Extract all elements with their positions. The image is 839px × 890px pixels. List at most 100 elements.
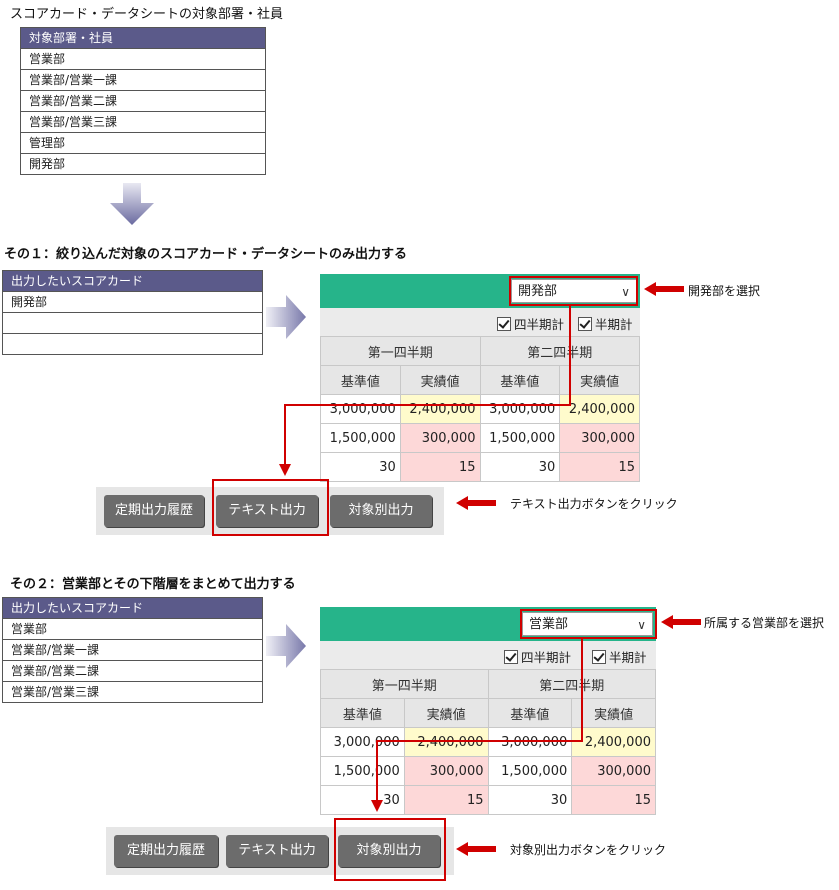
cell: 15 [399, 452, 481, 482]
chevron-down-icon: ∨ [637, 618, 646, 632]
cell: 3,000,000 [320, 394, 401, 424]
list-item: 管理部 [21, 132, 265, 153]
list-item: 開発部 [21, 153, 265, 174]
table-row: 30 15 30 15 [320, 452, 640, 482]
flow-line [284, 404, 286, 468]
cell: 1,500,000 [320, 423, 401, 453]
case2-list: 出力したいスコアカード 営業部 営業部/営業一課 営業部/営業二課 営業部/営業… [2, 597, 263, 703]
list-item: 営業部/営業三課 [21, 111, 265, 132]
actual-header: 実績値 [559, 365, 640, 395]
actual-header: 実績値 [399, 365, 481, 395]
cell: 3,000,000 [479, 394, 561, 424]
target-output-button[interactable]: 対象別出力 [338, 835, 440, 867]
cell: 30 [320, 785, 405, 815]
list-item: 営業部/営業一課 [21, 69, 265, 90]
cell: 1,500,000 [487, 756, 573, 786]
flow-line [284, 404, 571, 406]
cell: 1,500,000 [320, 756, 405, 786]
case1-list: 出力したいスコアカード 開発部 [2, 270, 263, 355]
scorecard-panel: 営業部 ∨ 四半期計 半期計 第一四半期 第二四半期 基準値 実績値 基準値 実… [320, 607, 656, 815]
cell: 300,000 [399, 423, 481, 453]
cell: 1,500,000 [479, 423, 561, 453]
scorecard-panel: 開発部 ∨ 四半期計 半期計 第一四半期 第二四半期 基準値 実績値 基準値 実… [320, 274, 640, 482]
red-arrow-icon [456, 496, 496, 510]
select-value: 開発部 [518, 284, 558, 299]
q2-header: 第二四半期 [479, 336, 640, 366]
q1-header: 第一四半期 [320, 336, 481, 366]
right-arrow-icon [266, 295, 306, 339]
button-bar: 定期出力履歴 テキスト出力 対象別出力 [96, 487, 444, 535]
cell: 300,000 [571, 756, 656, 786]
arrow-head-icon [279, 464, 291, 476]
history-button[interactable]: 定期出力履歴 [104, 495, 204, 527]
cell: 15 [559, 452, 640, 482]
half-total-label: 半期計 [609, 650, 647, 665]
checkbox-checked-icon [497, 317, 511, 331]
arrow-head-icon [371, 800, 383, 812]
select-highlight [520, 609, 657, 639]
cell: 3,000,000 [487, 727, 573, 757]
half-total-checkbox[interactable]: 半期計 [592, 647, 647, 666]
button-highlight [334, 818, 446, 881]
quarter-total-checkbox[interactable]: 四半期計 [497, 314, 564, 333]
flow-line [376, 740, 583, 742]
case2-title: その２：営業部とその下階層をまとめて出力する [10, 577, 296, 592]
half-total-checkbox[interactable]: 半期計 [578, 314, 633, 333]
list-item: 営業部 [21, 48, 265, 69]
actual-header: 実績値 [403, 698, 489, 728]
cell: 2,400,000 [559, 394, 640, 424]
quarter-total-label: 四半期計 [514, 317, 565, 332]
table-row: 3,000,000 2,400,000 3,000,000 2,400,000 [320, 727, 656, 757]
list-item: 営業部 [3, 618, 262, 639]
select-value: 営業部 [529, 617, 569, 632]
checkbox-checked-icon [578, 317, 592, 331]
down-arrow-icon [110, 183, 154, 225]
department-select[interactable]: 開発部 ∨ [511, 279, 637, 303]
half-total-label: 半期計 [595, 317, 633, 332]
history-button[interactable]: 定期出力履歴 [114, 835, 218, 867]
button-bar: 定期出力履歴 テキスト出力 対象別出力 [106, 827, 454, 875]
table-row: 3,000,000 2,400,000 3,000,000 2,400,000 [320, 394, 640, 424]
check-bar: 四半期計 半期計 [320, 308, 640, 336]
department-select[interactable]: 営業部 ∨ [522, 612, 653, 636]
table-row: 1,500,000 300,000 1,500,000 300,000 [320, 423, 640, 453]
target-output-button[interactable]: 対象別出力 [330, 495, 432, 527]
text-output-button[interactable]: テキスト出力 [216, 495, 318, 527]
cell: 2,400,000 [571, 727, 656, 757]
data-grid: 第一四半期 第二四半期 基準値 実績値 基準値 実績値 3,000,000 2,… [320, 336, 640, 482]
select-highlight [509, 276, 638, 306]
note-select: 開発部を選択 [688, 284, 761, 298]
quarter-total-label: 四半期計 [521, 650, 572, 665]
text-output-button[interactable]: テキスト出力 [226, 835, 328, 867]
note-button: テキスト出力ボタンをクリック [510, 497, 678, 511]
note-select: 所属する営業部を選択 [704, 616, 825, 630]
target-list-header: 対象部署・社員 [21, 28, 265, 48]
top-title: スコアカード・データシートの対象部署・社員 [10, 7, 284, 22]
right-arrow-icon [266, 624, 306, 668]
cell: 3,000,000 [320, 727, 405, 757]
case1-title: その１：絞り込んだ対象のスコアカード・データシートのみ出力する [4, 247, 408, 262]
list-item: 開発部 [3, 291, 262, 312]
quarter-total-checkbox[interactable]: 四半期計 [504, 647, 571, 666]
cell: 30 [320, 452, 401, 482]
list-item [3, 333, 262, 354]
list-item: 営業部/営業一課 [3, 639, 262, 660]
q1-header: 第一四半期 [320, 669, 489, 699]
base-header: 基準値 [320, 698, 405, 728]
cell: 30 [487, 785, 573, 815]
cell: 15 [571, 785, 656, 815]
data-grid: 第一四半期 第二四半期 基準値 実績値 基準値 実績値 3,000,000 2,… [320, 669, 656, 815]
button-highlight [212, 479, 329, 536]
base-header: 基準値 [487, 698, 573, 728]
list-item: 営業部/営業二課 [21, 90, 265, 111]
cell: 2,400,000 [399, 394, 481, 424]
flow-line [376, 740, 378, 804]
base-header: 基準値 [320, 365, 401, 395]
flow-line [569, 306, 571, 405]
chevron-down-icon: ∨ [621, 285, 630, 299]
red-arrow-icon [661, 615, 701, 629]
actual-header: 実績値 [571, 698, 656, 728]
checkbox-checked-icon [592, 650, 606, 664]
list-item: 営業部/営業二課 [3, 660, 262, 681]
target-list: 対象部署・社員 営業部 営業部/営業一課 営業部/営業二課 営業部/営業三課 管… [20, 27, 266, 175]
